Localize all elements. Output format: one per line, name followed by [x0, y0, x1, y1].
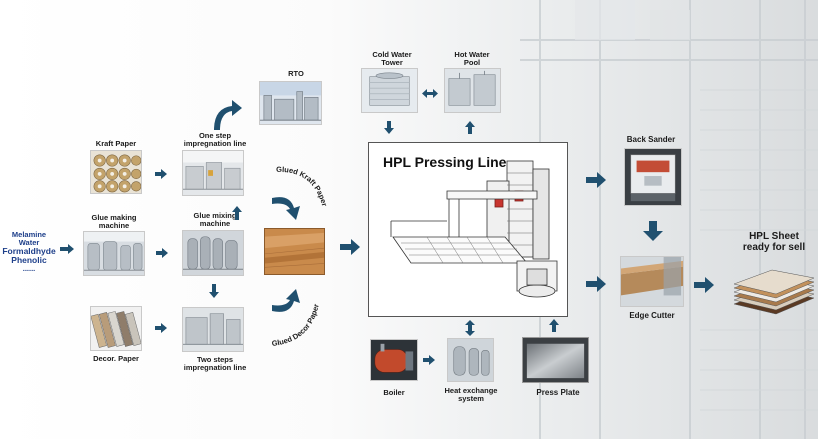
- hot-water-pool-image: [444, 68, 501, 113]
- two-steps-impregnation-image: [182, 307, 244, 352]
- input-formaldehyde: Formaldhyde: [2, 245, 56, 256]
- glue-making-label-line2: machine: [98, 220, 130, 230]
- flow-arrow-press-to-edge-cutter: [586, 276, 606, 292]
- hpl-pressing-line-panel: HPL Pressing Line: [368, 142, 568, 317]
- two-steps-label-line1: Two steps: [196, 355, 234, 364]
- hpl-sheet-label-line2: ready for sell: [742, 241, 806, 253]
- glue-making-machine-image: [83, 231, 145, 276]
- input-melamine: Melamine: [11, 230, 47, 239]
- flow-arrow-back-sander-to-edge-cutter: [643, 221, 663, 241]
- hot-water-label: Hot Water Pool: [442, 51, 502, 67]
- press-plate-image: [522, 337, 589, 383]
- cold-water-label: Cold Water Tower: [360, 51, 424, 67]
- edge-cutter-label: Edge Cutter: [629, 311, 675, 320]
- one-step-label-line2: impregnation line: [183, 138, 247, 148]
- edge-cutter-image: [620, 256, 684, 307]
- hot-water-label-line2: Pool: [463, 57, 481, 67]
- input-water: Water: [18, 237, 40, 247]
- two-steps-label: Two steps impregnation line: [176, 356, 254, 372]
- decor-paper-image: [90, 306, 142, 351]
- flow-arrow-cold-water-to-press: [384, 121, 394, 134]
- two-steps-label-line2: impregnation line: [183, 362, 247, 372]
- flow-arrow-mixing-to-one-step: [232, 206, 242, 220]
- hpl-sheet-label-line1: HPL Sheet: [749, 231, 799, 242]
- cold-water-label-line2: Tower: [381, 57, 403, 67]
- hpl-pressing-line-title: HPL Pressing Line: [383, 154, 507, 170]
- hpl-sheet-label: HPL Sheet ready for sell: [730, 231, 818, 253]
- back-sander-label: Back Sander: [626, 135, 676, 144]
- heat-exchange-image: [447, 338, 494, 382]
- flow-arrow-boiler-to-heat-exchange: [423, 355, 435, 365]
- glued-paper-board-image: [264, 228, 325, 275]
- heat-exchange-label-line1: Heat exchange: [444, 386, 498, 395]
- hpl-sheet-stack-image: [733, 269, 815, 315]
- input-ellipsis: ......: [22, 263, 36, 273]
- flow-arrow-press-to-back-sander: [586, 172, 606, 188]
- rto-label: RTO: [288, 69, 304, 78]
- glue-mixing-label: Glue mixing machine: [176, 212, 254, 228]
- flow-arrow-kraft-to-one-step: [155, 169, 167, 179]
- rto-image: [259, 81, 322, 125]
- double-arrow-heat-exchange-press: [465, 320, 475, 336]
- input-phenolic: Phenolic: [11, 254, 47, 265]
- one-step-label: One step impregnation line: [176, 132, 254, 148]
- decor-paper-label: Decor. Paper: [93, 354, 139, 363]
- curved-arrow-one-step-to-rto: [210, 98, 244, 130]
- press-plate-label: Press Plate: [536, 388, 580, 397]
- glue-making-label: Glue making machine: [80, 214, 148, 230]
- heat-exchange-label-line2: system: [458, 393, 484, 403]
- flow-arrow-glue-making-to-mixing: [156, 248, 168, 258]
- glue-mixing-label-line1: Glue mixing: [193, 211, 237, 220]
- flow-arrow-inputs-to-glue-making: [60, 244, 74, 254]
- kraft-paper-label: Kraft Paper: [95, 139, 137, 148]
- raw-materials-label: Melamine Water Formaldhyde Phenolic ....…: [2, 231, 56, 272]
- curved-arrow-glued-kraft-to-board: [272, 192, 304, 220]
- pressing-line-drawing: [390, 160, 558, 298]
- flow-arrow-mixing-to-two-steps: [209, 284, 219, 298]
- back-sander-image: [624, 148, 682, 206]
- flow-arrow-press-to-hot-water: [465, 121, 475, 134]
- glue-mixing-machine-image: [182, 230, 244, 276]
- flow-arrow-board-to-press-line: [340, 239, 360, 255]
- kraft-paper-image: [90, 150, 142, 194]
- flow-arrow-press-plate-to-press: [549, 319, 559, 332]
- boiler-label: Boiler: [383, 388, 405, 397]
- heat-exchange-label: Heat exchange system: [436, 387, 506, 403]
- glue-making-label-line1: Glue making: [91, 213, 137, 222]
- hot-water-label-line1: Hot Water: [454, 50, 490, 59]
- curved-arrow-glued-decor-to-board: [272, 289, 304, 317]
- glue-mixing-label-line2: machine: [199, 218, 231, 228]
- flow-arrow-edge-cutter-to-hpl-sheet: [694, 277, 714, 293]
- one-step-impregnation-image: [182, 150, 244, 196]
- cold-water-label-line1: Cold Water: [372, 50, 412, 59]
- one-step-label-line1: One step: [198, 131, 232, 140]
- boiler-image: [370, 339, 418, 381]
- double-arrow-cold-hot-water: [422, 89, 438, 98]
- cold-water-tower-image: [361, 68, 418, 113]
- flow-arrow-decor-to-two-steps: [155, 323, 167, 333]
